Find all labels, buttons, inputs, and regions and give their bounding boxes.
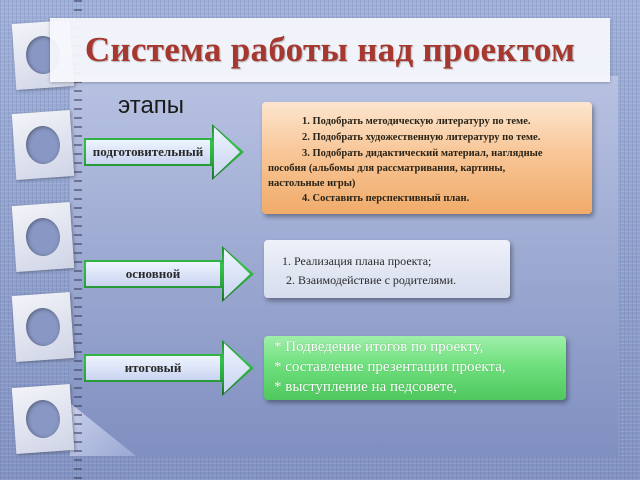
- task-line: * Подведение итогов по проекту,: [274, 339, 484, 355]
- arrow-body: [86, 356, 220, 380]
- task-line: 1. Реализация плана проекта;: [282, 254, 432, 268]
- stage-label-main: основной: [125, 266, 181, 281]
- frame-hole: [24, 124, 62, 166]
- arrow-body: [86, 262, 220, 286]
- preparatory-tasks-box: 1. Подобрать методическую литературу по …: [262, 102, 592, 214]
- task-line: 3. Подобрать дидактический материал, наг…: [302, 148, 543, 159]
- stages-label: этапы: [118, 92, 185, 119]
- task-line: 1. Подобрать методическую литературу по …: [302, 116, 531, 127]
- stage-label-preparatory: подготовительный: [92, 144, 204, 159]
- final-stage-box: * Подведение итогов по проекту, * состав…: [264, 336, 566, 400]
- slide-title: Система работы над проектом: [84, 30, 576, 69]
- task-line: 4. Составить перспективный план.: [302, 193, 470, 204]
- task-line: настольные игры): [268, 178, 356, 189]
- stage-label-final: итоговый: [124, 360, 182, 375]
- photo-frame: [11, 202, 75, 272]
- photo-frame: [11, 384, 75, 454]
- photo-frame-strip: [8, 0, 82, 480]
- task-line: * составление презентации проекта,: [274, 359, 506, 375]
- frame-hole: [24, 216, 62, 258]
- task-line: * выступление на педсовете,: [274, 379, 457, 395]
- arrow-body: [86, 140, 210, 164]
- task-line: пособия (альбомы для рассматривания, кар…: [268, 163, 506, 174]
- photo-frame: [11, 292, 75, 362]
- frame-hole: [24, 306, 62, 348]
- photo-frame: [11, 110, 75, 180]
- main-stage-box: 1. Реализация плана проекта; 2. Взаимоде…: [264, 240, 510, 298]
- binder-stitches: [74, 0, 82, 480]
- task-line: 2. Взаимодействие с родителями.: [286, 273, 457, 287]
- title-banner: Система работы над проектом: [50, 18, 610, 82]
- task-line: 2. Подобрать художественную литературу п…: [302, 132, 541, 143]
- frame-hole: [24, 398, 62, 440]
